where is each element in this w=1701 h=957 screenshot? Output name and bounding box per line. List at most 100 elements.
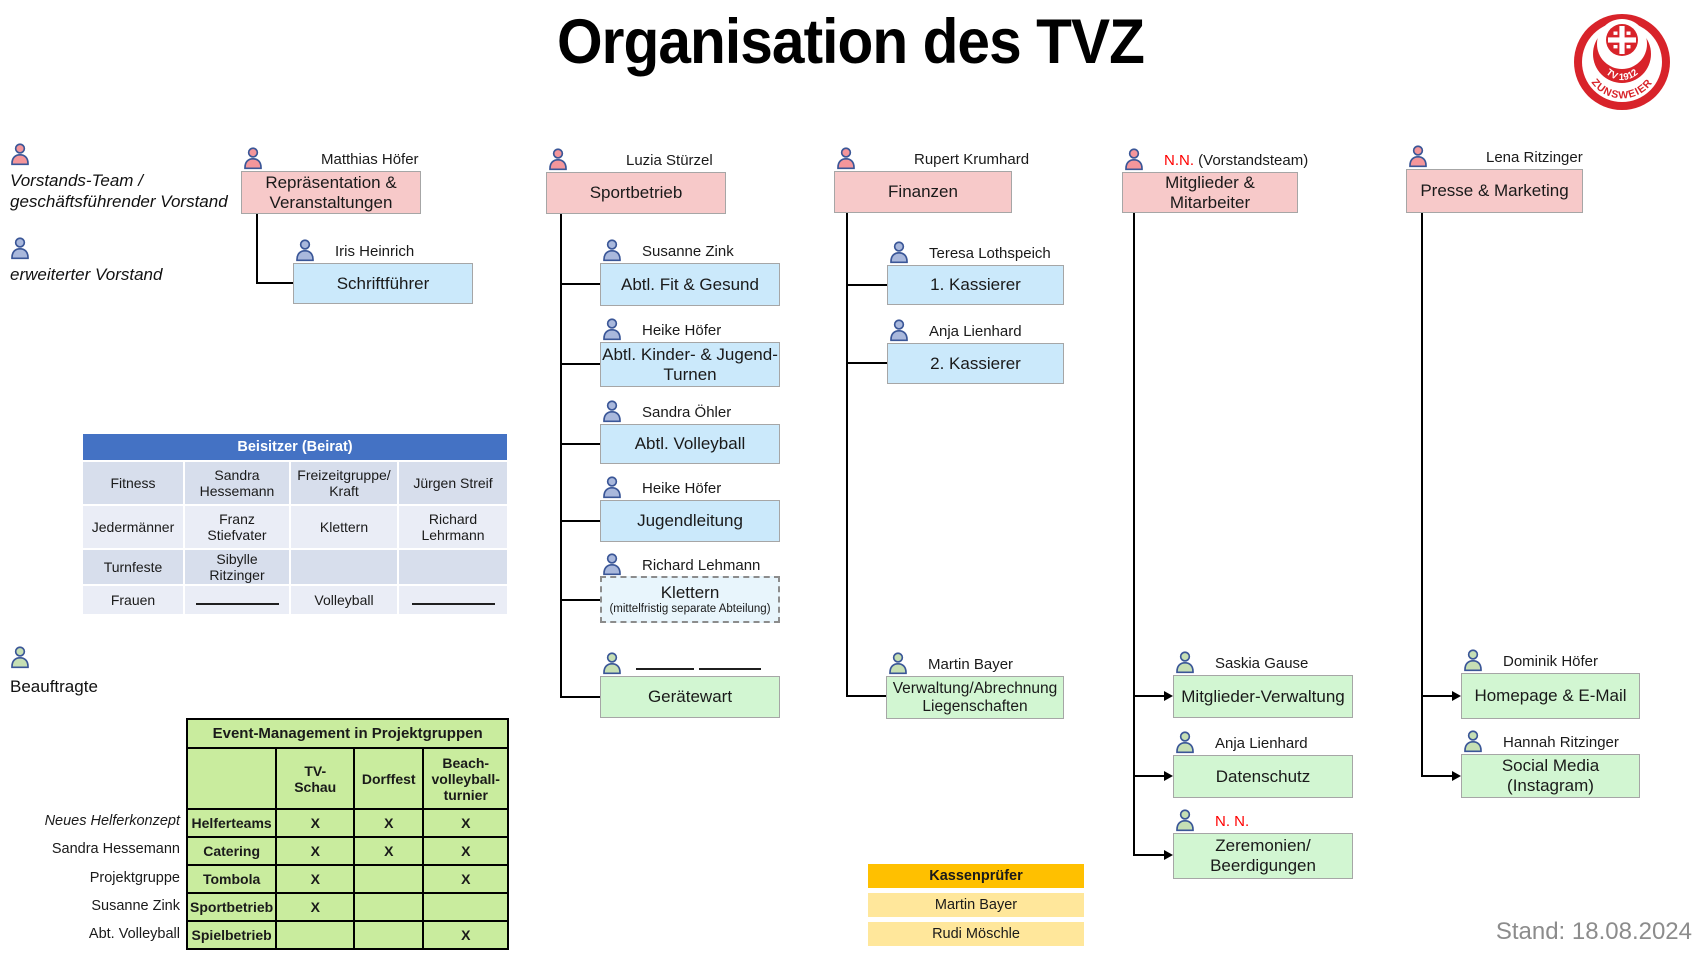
card-sublabel: (mittelfristig separate Abteilung) xyxy=(609,603,771,615)
card-label: (Instagram) xyxy=(1507,776,1594,795)
row-label: Sportbetrieb xyxy=(185,892,278,922)
table-cell xyxy=(185,747,278,810)
person-name: Richard Lehmann xyxy=(642,557,761,574)
card-social-media: Social Media (Instagram) xyxy=(1461,754,1640,798)
person-icon xyxy=(243,146,263,170)
person-saskia-gause: Saskia Gause xyxy=(1175,649,1308,674)
col-header-dorffest: Dorffest xyxy=(353,747,425,810)
row-label: Tombola xyxy=(185,864,278,894)
card-label: Veranstaltungen xyxy=(269,192,393,212)
card-datenschutz: Datenschutz xyxy=(1173,755,1353,798)
person-icon xyxy=(602,238,622,262)
person-icon xyxy=(548,147,568,171)
mark-cell: X xyxy=(353,836,425,866)
person-name: Lena Ritzinger xyxy=(1486,149,1583,166)
table-cell: Volleyball xyxy=(291,586,397,614)
legend-beauftragte: Beauftragte xyxy=(10,677,98,696)
legend-vorstand-team: Vorstands-Team / geschäftsführender Vors… xyxy=(10,170,228,212)
kassenpruefer-header: Kassenprüfer xyxy=(868,864,1084,888)
mark-cell: X xyxy=(422,920,510,950)
connector xyxy=(256,214,258,283)
kassenpruefer-table: Kassenprüfer Martin Bayer Rudi Möschle xyxy=(868,864,1084,946)
table-row: Helferteams X X X xyxy=(185,808,510,838)
person-name: (Vorstandsteam) xyxy=(1194,152,1309,169)
card-homepage-email: Homepage & E-Mail xyxy=(1461,673,1640,719)
person-name: Iris Heinrich xyxy=(335,243,415,260)
row-label: Catering xyxy=(185,836,278,866)
page-title: Organisation des TVZ xyxy=(557,7,1145,77)
table-row: Jedermänner Franz Stiefvater Klettern Ri… xyxy=(83,506,507,548)
person-sandra-oehler: Sandra Öhler xyxy=(602,398,731,423)
person-anja-lienhard-datenschutz: Anja Lienhard xyxy=(1175,729,1308,754)
person-icon xyxy=(295,238,315,262)
card-finanzen: Finanzen xyxy=(834,171,1012,213)
row-label: Helferteams xyxy=(185,808,278,838)
person-richard-lehmann: Richard Lehmann xyxy=(602,551,760,576)
erweiterter-vorstand-icon xyxy=(10,236,30,260)
event-outside-label: Neues Helferkonzept xyxy=(44,813,180,829)
table-cell: Turnfeste xyxy=(83,550,183,584)
person-nn-vorstandsteam: N.N. (Vorstandsteam) xyxy=(1124,146,1308,171)
table-cell xyxy=(399,550,507,584)
card-repraesentation: Repräsentation & Veranstaltungen xyxy=(241,171,421,214)
mark-cell: X xyxy=(275,836,356,866)
card-presse-marketing: Presse & Marketing xyxy=(1406,169,1583,213)
table-cell: Klettern xyxy=(291,506,397,548)
card-label: Sportbetrieb xyxy=(589,183,683,202)
card-label: Repräsentation & xyxy=(265,172,397,192)
table-cell: Sandra Hessemann xyxy=(185,462,289,504)
card-mitglieder-verwaltung: Mitglieder-Verwaltung xyxy=(1173,675,1353,718)
person-name: Dominik Höfer xyxy=(1503,653,1599,670)
card-label: Datenschutz xyxy=(1215,766,1311,786)
table-row: TV- Schau Dorffest Beach- volleyball- tu… xyxy=(185,747,510,810)
mark-cell: X xyxy=(422,808,510,838)
beisitzer-table: Beisitzer (Beirat) Fitness Sandra Hessem… xyxy=(81,432,509,616)
mark-cell xyxy=(353,892,425,922)
person-icon xyxy=(1408,144,1428,168)
card-label: 2. Kassierer xyxy=(930,353,1021,373)
col-header-tv-schau: TV- Schau xyxy=(275,747,356,810)
table-cell: Freizeitgruppe/ Kraft xyxy=(291,462,397,504)
connector xyxy=(560,696,600,698)
card-zeremonien: Zeremonien/ Beerdigungen xyxy=(1173,833,1353,879)
svg-text:TV 1912: TV 1912 xyxy=(1604,67,1640,83)
table-cell: Fitness xyxy=(83,462,183,504)
person-name-nn: N. N. xyxy=(1215,813,1250,830)
table-cell: Richard Lehrmann xyxy=(399,506,507,548)
card-label: Schriftführer xyxy=(336,273,430,293)
person-name: Rupert Krumhard xyxy=(914,151,1030,168)
connector xyxy=(1133,213,1135,856)
mark-cell xyxy=(275,920,356,950)
mark-cell xyxy=(353,864,425,894)
table-cell xyxy=(291,550,397,584)
event-header: Event-Management in Projektgruppen xyxy=(185,718,510,749)
card-kassierer2: 2. Kassierer xyxy=(887,343,1064,384)
card-label: Klettern xyxy=(660,583,720,602)
table-cell: Jürgen Streif xyxy=(399,462,507,504)
event-outside-label: Abt. Volleyball xyxy=(88,926,180,942)
event-management-table: Event-Management in Projektgruppen TV- S… xyxy=(185,718,510,950)
person-name: Heike Höfer xyxy=(642,480,722,497)
person-dominik-hoefer: Dominik Höfer xyxy=(1463,647,1598,672)
person-icon xyxy=(836,146,856,170)
tv-zunsweier-logo: TV 1912 ZUNSWEIER xyxy=(1574,14,1670,110)
person-matthias-hoefer: Matthias Höfer xyxy=(243,145,419,170)
card-label: Abtl. Volleyball xyxy=(634,434,746,453)
person-icon xyxy=(602,552,622,576)
table-row: Rudi Möschle xyxy=(868,922,1084,946)
card-jugendleitung: Jugendleitung xyxy=(600,500,780,542)
mark-cell: X xyxy=(422,864,510,894)
beauftragte-icon xyxy=(10,645,30,669)
mark-cell: X xyxy=(275,864,356,894)
card-label: Abtl. Fit & Gesund xyxy=(621,274,759,294)
person-iris-heinrich: Iris Heinrich xyxy=(295,237,414,262)
person-icon xyxy=(1463,729,1483,753)
card-sportbetrieb: Sportbetrieb xyxy=(546,172,726,214)
card-mitglieder-mitarbeiter: Mitglieder & Mitarbeiter xyxy=(1122,172,1298,213)
vorstand-team-icon xyxy=(10,142,30,166)
person-name: Heike Höfer xyxy=(642,322,722,339)
table-row: Turnfeste Sibylle Ritzinger xyxy=(83,550,507,584)
person-nn-zeremonien: N. N. xyxy=(1175,807,1249,832)
card-label: Verwaltung/Abrechnung xyxy=(892,679,1058,697)
connector xyxy=(846,362,887,364)
